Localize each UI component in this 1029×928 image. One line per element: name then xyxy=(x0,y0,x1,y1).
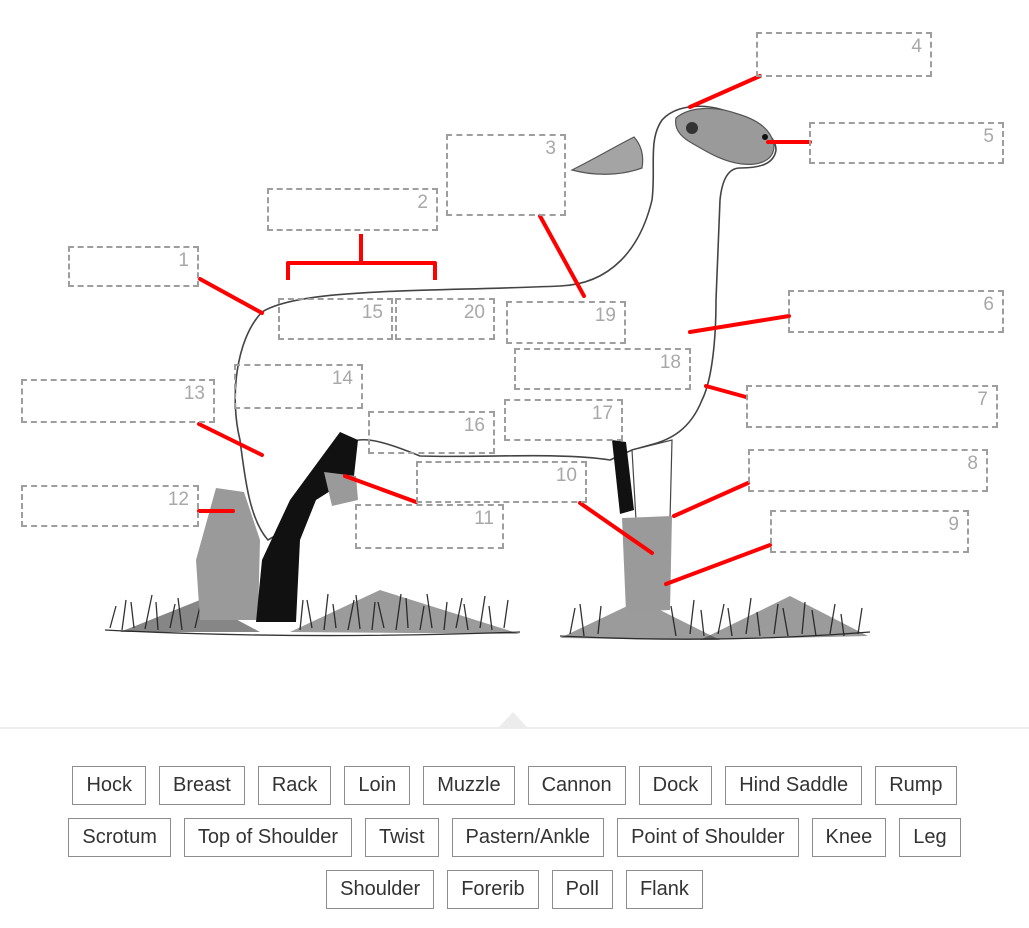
term-chip[interactable]: Twist xyxy=(364,818,439,857)
leader-lines xyxy=(197,74,812,586)
zone-number: 5 xyxy=(983,126,994,147)
label-zone-9[interactable]: 9 xyxy=(770,510,969,553)
lamb-hind-leg-left xyxy=(196,488,260,620)
divider-notch xyxy=(499,712,527,727)
label-zone-18[interactable]: 18 xyxy=(514,348,691,390)
zone-number: 11 xyxy=(474,508,494,529)
term-chip[interactable]: Rump xyxy=(875,766,957,805)
term-chip[interactable]: Pastern/Ankle xyxy=(451,818,605,857)
zone-number: 1 xyxy=(178,250,189,271)
term-chip[interactable]: Loin xyxy=(344,766,411,805)
label-zone-14[interactable]: 14 xyxy=(234,364,363,409)
term-chip[interactable]: Cannon xyxy=(527,766,626,805)
label-zone-1[interactable]: 1 xyxy=(68,246,199,287)
zone-number: 8 xyxy=(967,453,978,474)
zone-number: 16 xyxy=(463,415,485,436)
term-chip[interactable]: Flank xyxy=(625,870,703,909)
bracket-leader xyxy=(286,234,437,280)
lamb-face xyxy=(675,107,775,165)
leader-line xyxy=(688,74,762,109)
zone-number: 18 xyxy=(659,352,681,373)
zone-number: 14 xyxy=(331,368,353,389)
label-zone-11[interactable]: 11 xyxy=(355,504,504,549)
section-divider xyxy=(0,727,1029,729)
word-bank-row-2: Scrotum Top of Shoulder Twist Pastern/An… xyxy=(0,818,1029,857)
leader-line xyxy=(538,214,586,298)
term-chip[interactable]: Poll xyxy=(551,870,613,909)
label-zone-10[interactable]: 10 xyxy=(416,461,587,503)
label-zone-2[interactable]: 2 xyxy=(267,188,438,231)
label-zone-6[interactable]: 6 xyxy=(788,290,1004,333)
leader-line xyxy=(578,501,654,555)
label-zone-7[interactable]: 7 xyxy=(746,385,998,428)
term-chip[interactable]: Leg xyxy=(899,818,961,857)
zone-number: 15 xyxy=(361,302,383,323)
zone-number: 13 xyxy=(183,383,205,404)
term-chip[interactable]: Scrotum xyxy=(68,818,171,857)
term-chip[interactable]: Hock xyxy=(72,766,147,805)
term-chip[interactable]: Forerib xyxy=(447,870,539,909)
zone-number: 10 xyxy=(555,465,577,486)
leader-line xyxy=(197,422,264,457)
term-chip[interactable]: Top of Shoulder xyxy=(183,818,352,857)
label-zone-8[interactable]: 8 xyxy=(748,449,988,492)
label-zone-19[interactable]: 19 xyxy=(506,301,626,344)
label-zone-5[interactable]: 5 xyxy=(809,122,1004,164)
zone-number: 3 xyxy=(545,138,556,159)
term-chip[interactable]: Point of Shoulder xyxy=(617,818,799,857)
label-zone-12[interactable]: 12 xyxy=(21,485,199,527)
label-zone-15[interactable]: 15 xyxy=(278,298,393,340)
term-chip[interactable]: Dock xyxy=(638,766,713,805)
leader-line xyxy=(672,481,750,518)
label-zone-4[interactable]: 4 xyxy=(756,32,932,77)
word-bank-row-3: Shoulder Forerib Poll Flank xyxy=(0,870,1029,909)
term-chip[interactable]: Shoulder xyxy=(326,870,435,909)
zone-number: 2 xyxy=(417,192,428,213)
word-bank: Hock Breast Rack Loin Muzzle Cannon Dock… xyxy=(0,729,1029,928)
diagram-area: 1 2 3 4 5 6 7 8 9 10 11 12 13 14 15 16 1… xyxy=(21,32,1004,640)
grass-illustration xyxy=(104,593,871,640)
leader-line xyxy=(343,474,418,504)
label-zone-17[interactable]: 17 xyxy=(504,399,623,441)
zone-number: 7 xyxy=(977,389,988,410)
leader-line xyxy=(688,314,791,334)
leader-line xyxy=(198,277,264,315)
zone-number: 4 xyxy=(911,36,922,57)
zone-number: 17 xyxy=(591,403,613,424)
label-zone-3[interactable]: 3 xyxy=(446,134,566,216)
lamb-ear xyxy=(570,136,644,175)
zone-number: 20 xyxy=(463,302,485,323)
zone-number: 12 xyxy=(167,489,189,510)
zone-number: 19 xyxy=(594,305,616,326)
lamb-front-leg-left xyxy=(612,440,634,514)
leader-line xyxy=(704,384,748,399)
zone-number: 9 xyxy=(948,514,959,535)
label-zone-20[interactable]: 20 xyxy=(395,298,495,340)
word-bank-row-1: Hock Breast Rack Loin Muzzle Cannon Dock… xyxy=(0,766,1029,805)
zone-number: 6 xyxy=(983,294,994,315)
label-zone-16[interactable]: 16 xyxy=(368,411,495,454)
term-chip[interactable]: Hind Saddle xyxy=(725,766,863,805)
term-chip[interactable]: Knee xyxy=(811,818,887,857)
term-chip[interactable]: Breast xyxy=(159,766,245,805)
label-zone-13[interactable]: 13 xyxy=(21,379,215,423)
term-chip[interactable]: Rack xyxy=(257,766,332,805)
term-chip[interactable]: Muzzle xyxy=(423,766,515,805)
leader-line xyxy=(664,543,772,586)
lamb-hock-shaded xyxy=(324,472,358,506)
lamb-illustration xyxy=(104,105,871,640)
